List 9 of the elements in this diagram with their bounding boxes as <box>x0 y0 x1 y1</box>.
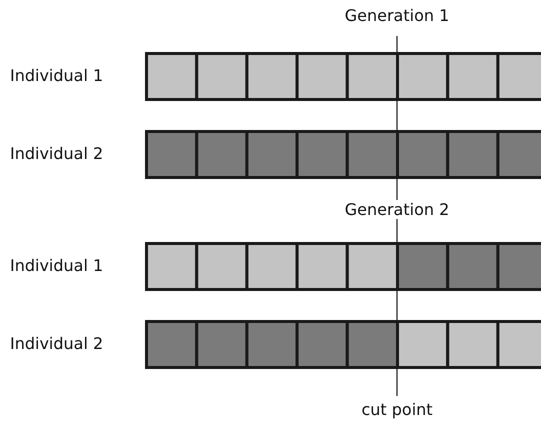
individual-label: Individual 2 <box>10 144 104 162</box>
chromosome-bar <box>145 320 541 369</box>
chromosome-bar <box>145 130 541 179</box>
chromosome-bar <box>145 242 541 291</box>
individual-label: Individual 2 <box>10 334 104 352</box>
individual-label: Individual 1 <box>10 256 104 274</box>
chromosome-bar <box>145 52 541 101</box>
cut-point-label: cut point <box>359 400 435 419</box>
individual-label: Individual 1 <box>10 66 104 84</box>
